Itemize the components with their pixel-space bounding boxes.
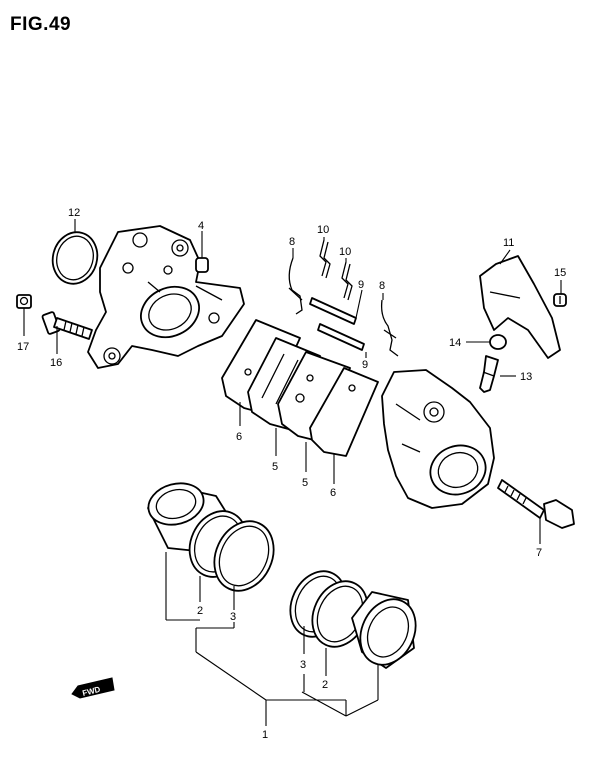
caliper-body-right bbox=[381, 369, 495, 509]
label-3-right: 3 bbox=[300, 659, 306, 671]
part-13-bleeder-valve bbox=[479, 355, 499, 393]
part-9-pad-pin-lower bbox=[317, 323, 365, 351]
label-5-right: 5 bbox=[302, 477, 308, 489]
part-17-nut bbox=[16, 294, 32, 309]
part-8-pad-spring-right bbox=[380, 299, 399, 357]
label-4: 4 bbox=[198, 220, 204, 232]
part-9-pad-pin-upper bbox=[309, 297, 357, 325]
label-10-right: 10 bbox=[339, 246, 351, 258]
part-6-pad-shim-right bbox=[309, 367, 379, 457]
part-16-bolt bbox=[41, 311, 93, 340]
label-2-right: 2 bbox=[322, 679, 328, 691]
label-6-left: 6 bbox=[236, 431, 242, 443]
label-5-left: 5 bbox=[272, 461, 278, 473]
label-8-left: 8 bbox=[289, 236, 295, 248]
part-10-clip-left bbox=[319, 239, 331, 279]
part-15-screw bbox=[553, 293, 567, 307]
forward-direction-badge: FWD bbox=[71, 677, 115, 699]
leader-lines bbox=[23, 219, 562, 726]
fwd-text: FWD bbox=[81, 685, 101, 698]
label-13: 13 bbox=[520, 371, 532, 383]
label-15: 15 bbox=[554, 267, 566, 279]
part-3-dust-seal-left bbox=[213, 520, 275, 592]
label-7: 7 bbox=[536, 547, 542, 559]
part-labels: 12 4 17 16 8 10 10 9 8 9 11 15 14 13 6 5… bbox=[17, 207, 566, 741]
part-8-pad-spring-left bbox=[288, 257, 303, 315]
label-10-left: 10 bbox=[317, 224, 329, 236]
label-16: 16 bbox=[50, 357, 62, 369]
label-17: 17 bbox=[17, 341, 29, 353]
label-1: 1 bbox=[262, 729, 268, 741]
piston-right bbox=[351, 591, 417, 669]
label-2-left: 2 bbox=[197, 605, 203, 617]
label-11: 11 bbox=[503, 237, 514, 249]
part-12-seal-ring bbox=[51, 231, 99, 285]
label-9-lower: 9 bbox=[362, 359, 368, 371]
caliper-bracket-left bbox=[87, 225, 245, 369]
figure-title: FIG.49 bbox=[10, 14, 72, 35]
part-11-caliper-cover bbox=[479, 255, 561, 359]
part-7-bolt bbox=[497, 479, 575, 529]
part-14-bleeder-cap bbox=[489, 334, 507, 350]
label-14: 14 bbox=[449, 337, 461, 349]
label-3-left: 3 bbox=[230, 611, 236, 623]
label-12: 12 bbox=[68, 207, 80, 219]
part-10-clip-right bbox=[341, 261, 353, 301]
part-4-bleeder-cap bbox=[195, 257, 209, 273]
label-8-right: 8 bbox=[379, 280, 385, 292]
label-6-right: 6 bbox=[330, 487, 336, 499]
label-9-upper: 9 bbox=[358, 279, 364, 291]
